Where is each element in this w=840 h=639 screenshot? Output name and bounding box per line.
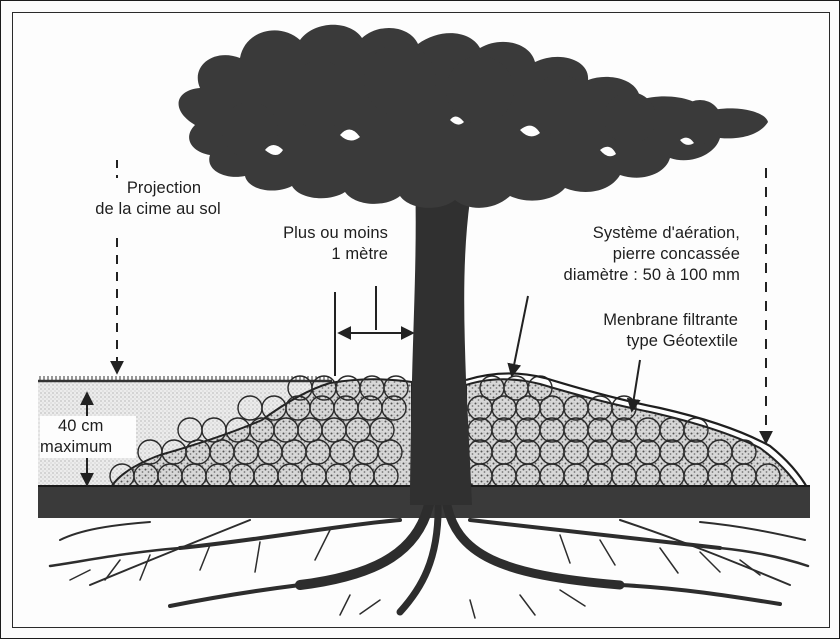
depth-label-line2: maximum <box>40 437 136 458</box>
aeration-label-line3: diamètre : 50 à 100 mm <box>500 265 740 286</box>
distance-label: Plus ou moins 1 mètre <box>228 223 388 265</box>
distance-dimension <box>335 286 412 376</box>
membrane-label-line2: type Géotextile <box>548 331 738 352</box>
aeration-label-line2: pierre concassée <box>500 244 740 265</box>
projection-label-line1: Projection <box>64 178 264 199</box>
projection-label-line2: de la cime au sol <box>52 199 264 220</box>
aeration-label: Système d'aération, pierre concassée dia… <box>500 223 740 286</box>
projection-label: Projection de la cime au sol <box>64 178 264 220</box>
distance-label-line1: Plus ou moins <box>228 223 388 244</box>
tree-canopy <box>179 25 768 208</box>
depth-label: 40 cm maximum <box>40 416 136 458</box>
aeration-pointer <box>512 296 528 375</box>
aeration-label-line1: Système d'aération, <box>500 223 740 244</box>
membrane-label: Menbrane filtrante type Géotextile <box>548 310 738 352</box>
membrane-label-line1: Menbrane filtrante <box>548 310 738 331</box>
depth-label-line1: 40 cm <box>40 416 136 437</box>
distance-label-line2: 1 mètre <box>228 244 388 265</box>
